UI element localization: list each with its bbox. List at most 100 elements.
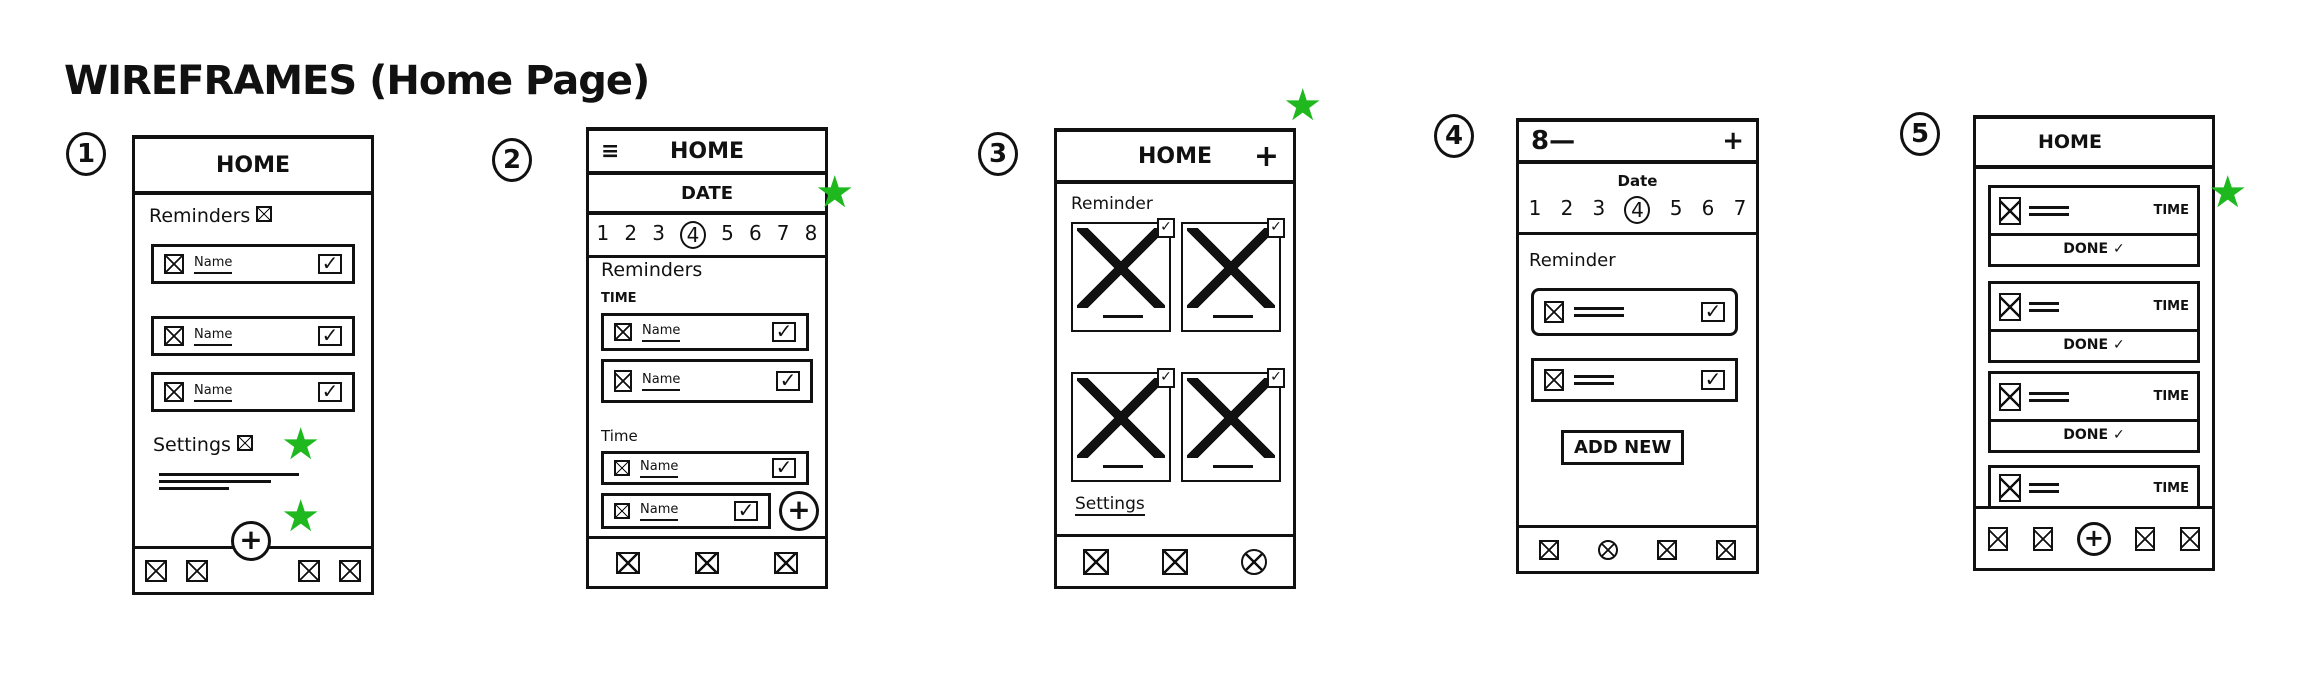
star-icon: ★ <box>815 167 855 218</box>
reminder-tile[interactable]: ✓ <box>1071 368 1175 482</box>
checkbox-icon[interactable]: ✓ <box>318 325 342 346</box>
done-button[interactable]: DONE ✓ <box>2063 427 2125 443</box>
nav-icon[interactable] <box>1538 539 1559 560</box>
reminder-tile[interactable]: ✓ <box>1181 368 1285 482</box>
image-icon <box>1999 474 2021 502</box>
nav-icon[interactable] <box>339 559 362 582</box>
image-icon <box>1077 228 1165 308</box>
wireframe-number: 4 <box>1434 114 1474 158</box>
checkbox-icon[interactable]: ✓ <box>776 370 800 391</box>
date-option[interactable]: 5 <box>1669 196 1683 220</box>
date-option[interactable]: 3 <box>1592 196 1606 220</box>
nav-icon[interactable] <box>1716 539 1737 560</box>
done-button[interactable]: DONE ✓ <box>2063 241 2125 257</box>
checkbox-icon[interactable]: ✓ <box>772 321 796 342</box>
settings-label: Settings <box>153 434 231 456</box>
date-option[interactable]: 8 <box>804 221 818 245</box>
checkbox-icon[interactable]: ✓ <box>1701 369 1725 390</box>
date-option[interactable]: 6 <box>748 221 762 245</box>
wireframe-number: 5 <box>1900 112 1940 156</box>
reminder-card[interactable]: Name ✓ <box>601 451 809 485</box>
reminder-card[interactable]: Name✓ <box>151 372 355 412</box>
reminder-card[interactable]: ✓ <box>1531 288 1738 336</box>
checkbox-icon[interactable]: ✓ <box>318 253 342 274</box>
nav-icon[interactable] <box>1657 539 1678 560</box>
reminder-name: Name <box>640 459 679 478</box>
nav-icon[interactable] <box>1161 548 1188 575</box>
date-option-selected[interactable]: 4 <box>1624 196 1651 224</box>
checkbox-icon[interactable]: ✓ <box>1267 218 1285 238</box>
header: 8— + <box>1519 122 1756 164</box>
image-icon <box>614 503 630 519</box>
date-label: Date <box>1617 172 1658 190</box>
nav-icon[interactable] <box>186 559 209 582</box>
nav-icon[interactable] <box>2032 526 2053 551</box>
reminder-card[interactable]: TIME <box>1988 465 2200 509</box>
nav-icon[interactable] <box>1083 548 1110 575</box>
reminder-card[interactable]: Name✓ <box>601 313 809 351</box>
reminder-tile[interactable]: ✓ <box>1071 218 1175 332</box>
checkbox-icon[interactable]: ✓ <box>1157 218 1175 238</box>
checkbox-icon[interactable]: ✓ <box>318 381 342 402</box>
date-option[interactable]: 2 <box>624 221 638 245</box>
add-button[interactable]: + <box>779 491 819 531</box>
checkbox-icon[interactable]: ✓ <box>1701 301 1725 322</box>
reminder-card[interactable]: Name✓ <box>151 244 355 284</box>
nav-icon[interactable] <box>616 551 641 574</box>
text-lines <box>2029 298 2059 316</box>
nav-icon[interactable] <box>297 559 320 582</box>
profile-icon[interactable]: 8— <box>1531 126 1576 156</box>
reminder-tile[interactable]: ✓ <box>1181 218 1285 332</box>
add-icon[interactable]: + <box>1722 126 1744 156</box>
reminders-heading: Reminders <box>601 259 703 281</box>
header: HOME <box>135 139 371 195</box>
add-icon[interactable]: + <box>1253 138 1279 174</box>
nav-icon[interactable] <box>2135 526 2156 551</box>
image-icon <box>1999 292 2021 321</box>
date-option[interactable]: 1 <box>596 221 610 245</box>
date-option-selected[interactable]: 4 <box>680 221 707 249</box>
nav-icon[interactable] <box>1988 526 2009 551</box>
reminder-card[interactable]: ✓ <box>1531 358 1738 402</box>
nav-icon[interactable] <box>144 559 167 582</box>
reminders-label: Reminders <box>149 205 251 227</box>
date-option[interactable]: 7 <box>776 221 790 245</box>
menu-icon[interactable]: ≡ <box>601 138 620 164</box>
star-icon: ★ <box>281 419 321 470</box>
settings-heading: Settings <box>153 434 253 456</box>
add-button[interactable]: + <box>231 521 271 561</box>
checkbox-icon[interactable]: ✓ <box>1267 368 1285 388</box>
add-new-button[interactable]: ADD NEW <box>1561 430 1685 465</box>
done-button[interactable]: DONE ✓ <box>2063 337 2125 353</box>
reminder-card[interactable]: Name ✓ <box>151 316 355 356</box>
nav-icon[interactable] <box>1240 548 1267 575</box>
date-option[interactable]: 6 <box>1701 196 1715 220</box>
wireframe-3: HOME+ ★ Reminder ✓ ✓ ✓ ✓ Settings <box>1054 84 1322 589</box>
nav-icon[interactable] <box>2179 526 2200 551</box>
reminder-name: Name <box>194 327 233 346</box>
image-icon <box>236 435 253 451</box>
image-icon <box>1544 369 1564 391</box>
date-option[interactable]: 7 <box>1733 196 1747 220</box>
reminders-heading: Reminders <box>149 205 273 227</box>
nav-icon[interactable] <box>773 551 798 574</box>
checkbox-icon[interactable]: ✓ <box>734 500 758 521</box>
date-option[interactable]: 1 <box>1528 196 1542 220</box>
reminder-card[interactable]: Name✓ <box>601 359 813 403</box>
wireframe-number: 1 <box>66 132 106 176</box>
checkbox-icon[interactable]: ✓ <box>1157 368 1175 388</box>
date-option[interactable]: 3 <box>652 221 665 245</box>
nav-icon[interactable] <box>694 551 719 574</box>
bottom-nav <box>589 536 825 586</box>
header-title: HOME <box>669 138 745 164</box>
reminder-card[interactable]: Name✓ <box>601 493 771 529</box>
settings-heading: Settings <box>1075 494 1145 516</box>
checkbox-icon[interactable]: ✓ <box>772 457 796 478</box>
date-option[interactable]: 5 <box>721 221 734 245</box>
nav-icon[interactable] <box>1597 539 1618 560</box>
add-button[interactable]: + <box>2076 521 2111 556</box>
date-option[interactable]: 2 <box>1560 196 1574 220</box>
